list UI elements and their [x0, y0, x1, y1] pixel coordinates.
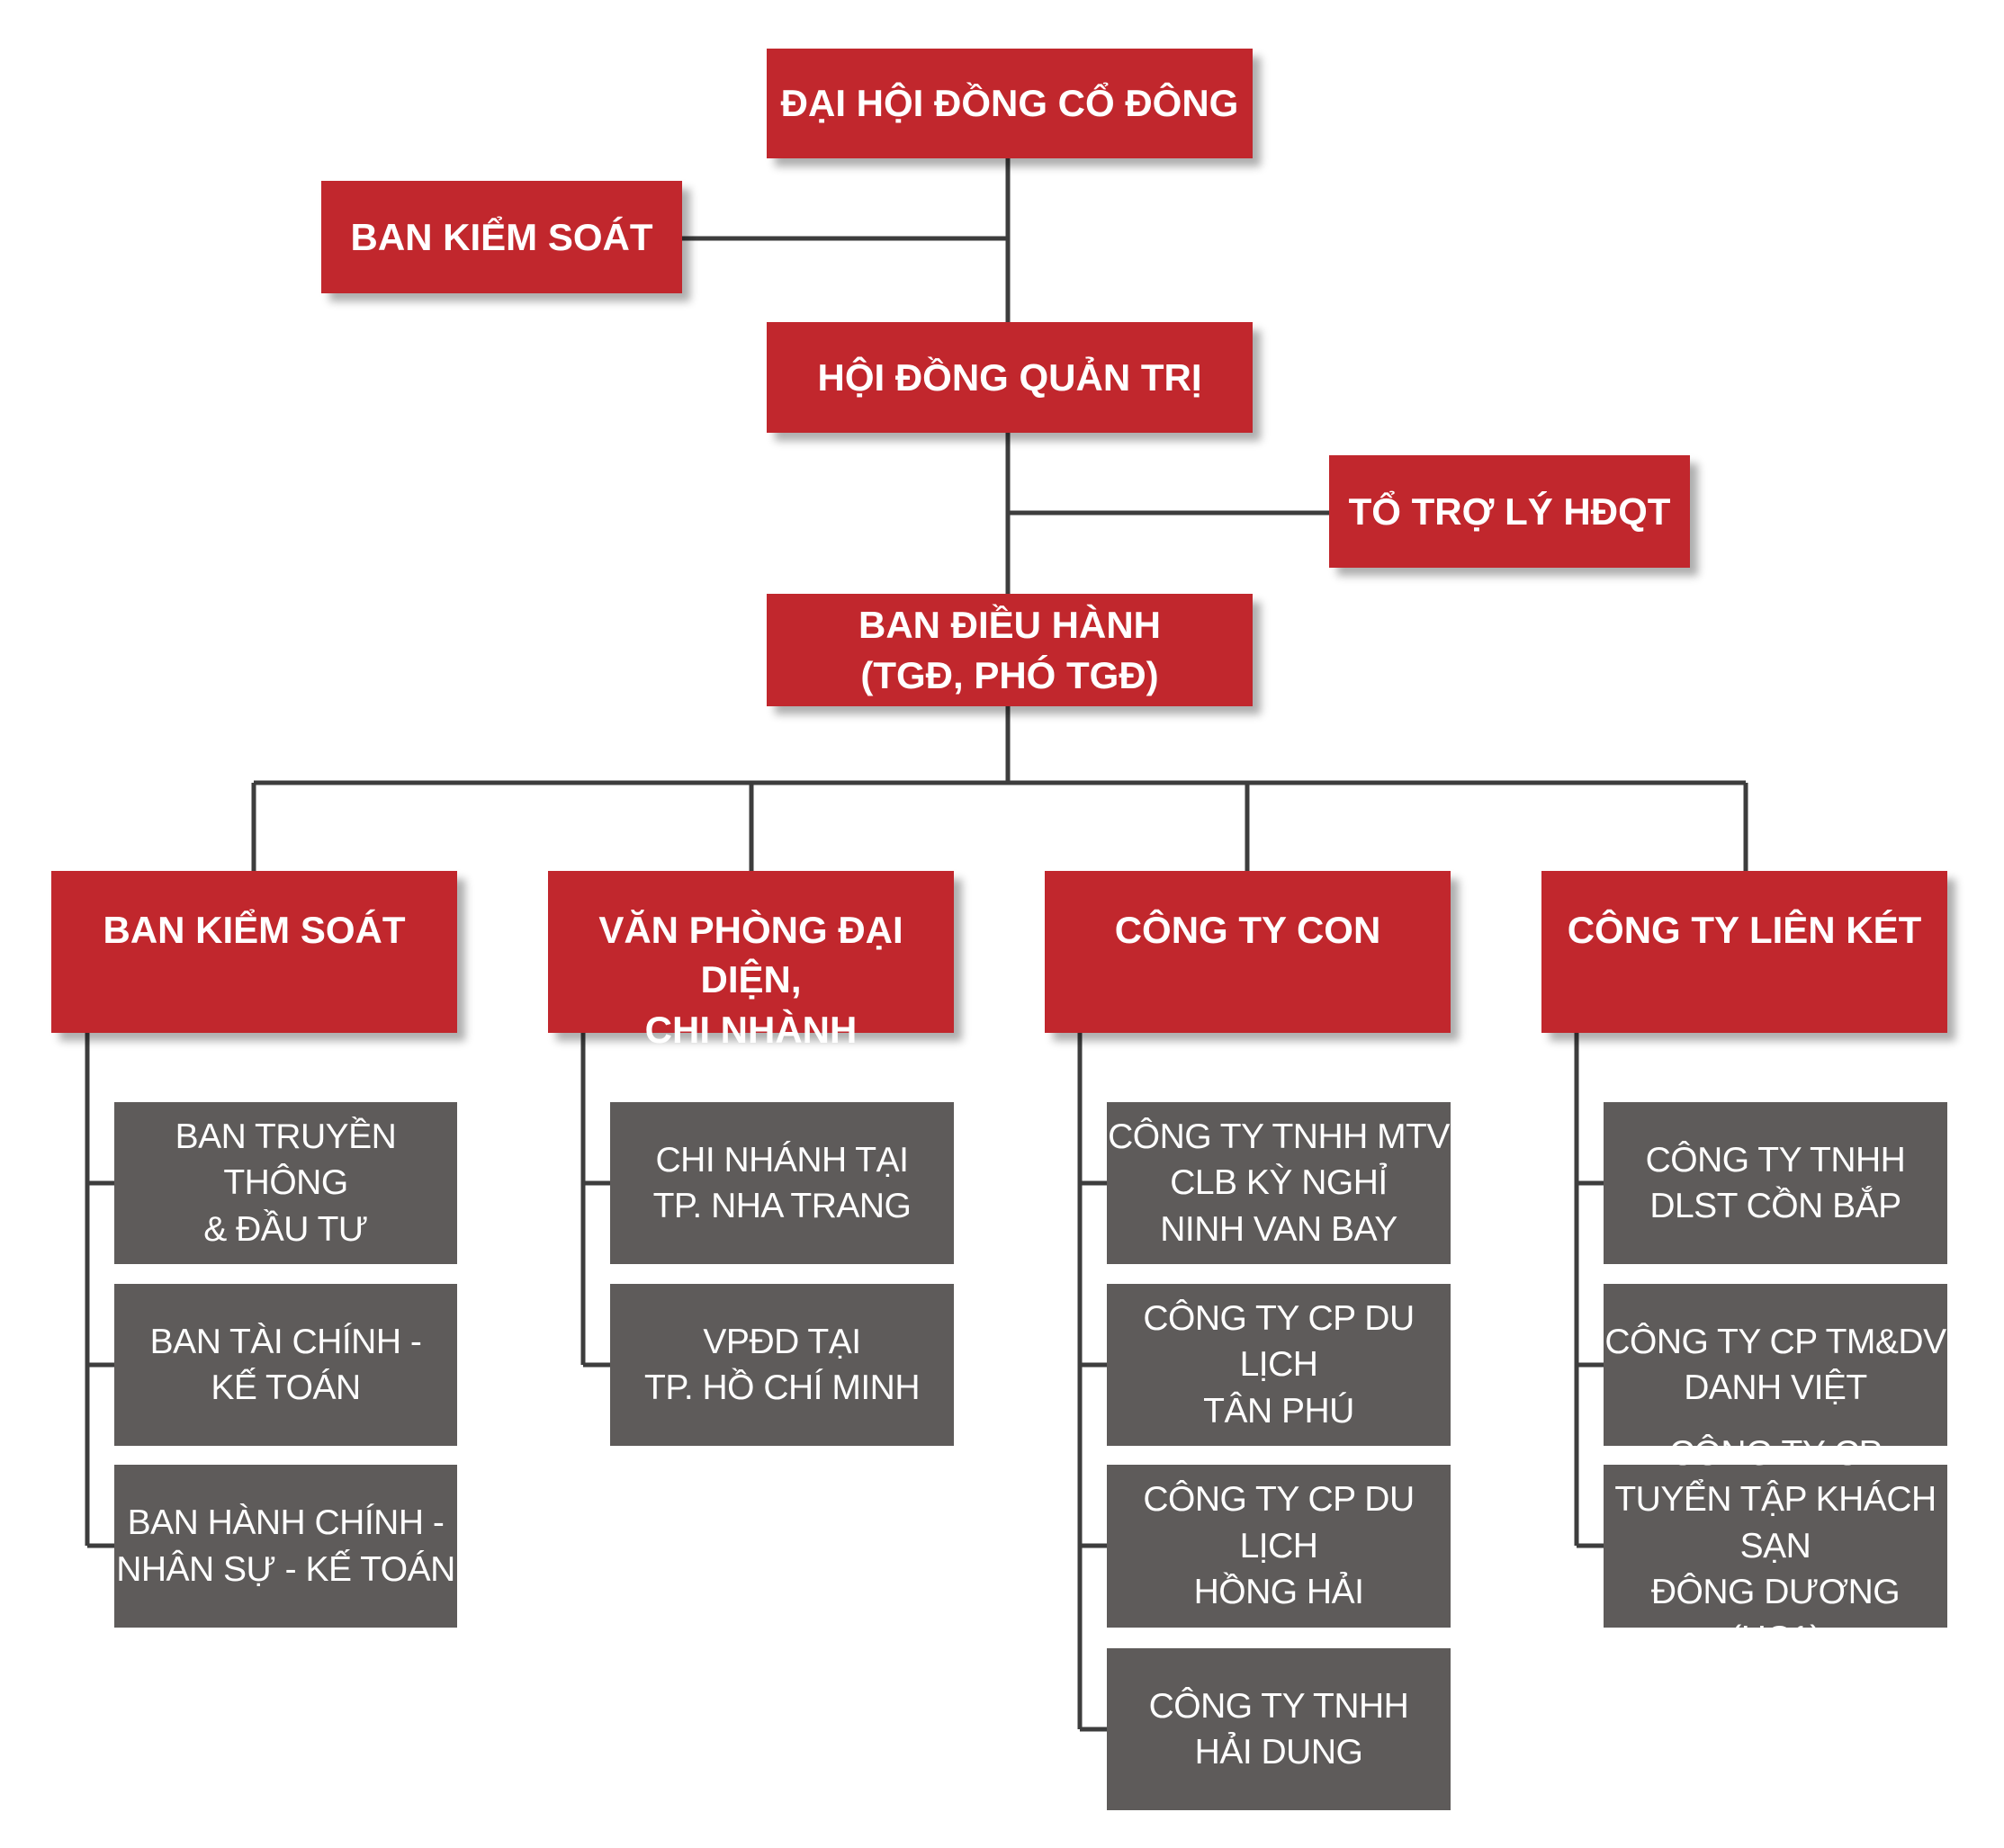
associate-box: CÔNG TY CP TM&DV DANH VIỆT	[1604, 1284, 1947, 1446]
column-header-supervisory-board: BAN KIỂM SOÁT	[51, 871, 457, 1033]
subsidiary-box: CÔNG TY CP DU LỊCH HỒNG HẢI	[1107, 1465, 1451, 1628]
board-assistants-box: TỔ TRỢ LÝ HĐQT	[1329, 455, 1690, 568]
board-of-directors-box: HỘI ĐỒNG QUẢN TRỊ	[767, 322, 1253, 433]
unit-box: BAN TRUYỀN THÔNG & ĐẦU TƯ	[114, 1102, 457, 1264]
unit-box: BAN HÀNH CHÍNH - NHÂN SỰ - KẾ TOÁN	[114, 1465, 457, 1628]
subsidiary-box: CÔNG TY CP DU LỊCH TÂN PHÚ	[1107, 1284, 1451, 1446]
branch-box: VPĐD TẠI TP. HỒ CHÍ MINH	[610, 1284, 954, 1446]
column-header-representative-offices: VĂN PHÒNG ĐẠI DIỆN, CHI NHÀNH	[548, 871, 954, 1051]
executive-board-box: BAN ĐIỀU HÀNH (TGĐ, PHÓ TGĐ)	[767, 594, 1253, 706]
column-header-associates: CÔNG TY LIÊN KÉT	[1541, 871, 1947, 1033]
subsidiary-box: CÔNG TY TNHH HẢI DUNG	[1107, 1648, 1451, 1810]
associate-box: CÔNG TY TNHH DLST CỒN BẮP	[1604, 1102, 1947, 1264]
column-header-subsidiaries: CÔNG TY CON	[1045, 871, 1451, 1033]
subsidiary-box: CÔNG TY TNHH MTV CLB KỲ NGHỈ NINH VAN BA…	[1107, 1102, 1451, 1264]
shareholders-meeting-box: ĐẠI HỘI ĐỒNG CỔ ĐÔNG	[767, 49, 1253, 158]
supervisory-board-box: BAN KIỂM SOÁT	[321, 181, 682, 293]
unit-box: BAN TÀI CHÍNH - KẾ TOÁN	[114, 1284, 457, 1446]
associate-box: CÔNG TY CP TUYỂN TẬP KHÁCH SẠN ĐÔNG DƯƠN…	[1604, 1434, 1947, 1658]
branch-box: CHI NHÁNH TẠI TP. NHA TRANG	[610, 1102, 954, 1264]
